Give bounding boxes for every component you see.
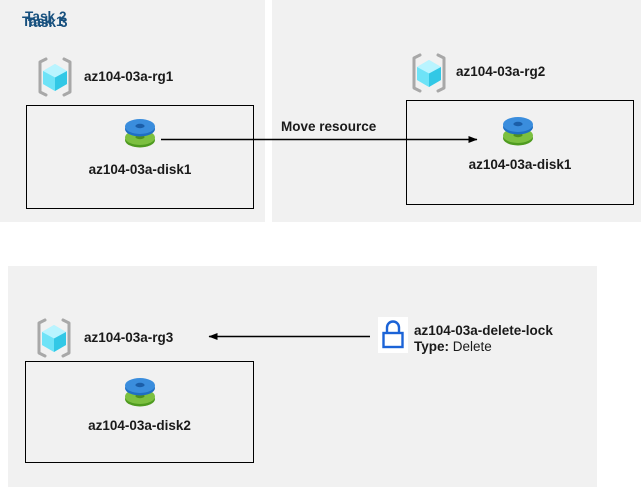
resource-group-icon	[407, 52, 451, 94]
managed-disk-icon	[497, 112, 539, 152]
task-3-resource-group-box	[25, 361, 254, 463]
managed-disk-label: az104-03a-disk2	[88, 418, 191, 433]
managed-disk-label: az104-03a-disk1	[88, 162, 192, 177]
lock-type-value: Delete	[452, 339, 492, 354]
lock-type-label: Type:	[414, 339, 450, 354]
resource-group-label: az104-03a-rg3	[84, 330, 174, 345]
lock-details: az104-03a-delete-lock Type: Delete	[414, 323, 553, 355]
managed-disk-icon	[119, 114, 161, 154]
padlock-icon	[378, 317, 408, 353]
task-2-title: Task 2	[25, 9, 67, 24]
resource-group-label: az104-03a-rg1	[84, 69, 174, 84]
managed-disk-label: az104-03a-disk1	[468, 157, 572, 172]
resource-group-icon	[33, 56, 77, 98]
lock-type: Type: Delete	[414, 339, 553, 355]
task-1-title: Task 1	[22, 14, 64, 29]
task-3-title: Task 3	[26, 15, 68, 30]
move-resource-label: Move resource	[281, 119, 377, 134]
resource-group-label: az104-03a-rg2	[456, 64, 546, 79]
resource-group-icon	[32, 317, 76, 359]
lock-name: az104-03a-delete-lock	[414, 323, 553, 338]
managed-disk-icon	[119, 373, 161, 413]
